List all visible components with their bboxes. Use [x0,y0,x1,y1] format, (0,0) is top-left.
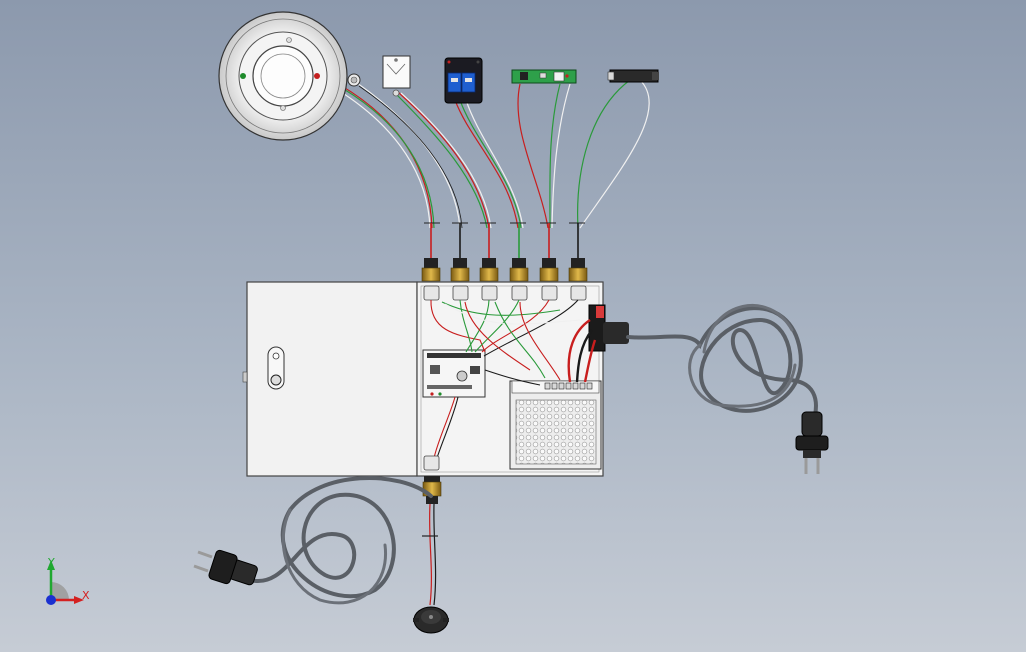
cable-gland [509,258,529,282]
power-plug-icon[interactable] [795,411,829,474]
pcb-icon[interactable] [511,69,577,84]
z-axis-icon [46,595,56,605]
axis-triad: Y X [46,556,90,605]
power-cable-right [626,304,818,417]
x-axis-label: X [82,589,90,602]
power-supply-icon[interactable] [509,380,602,470]
power-switch-icon[interactable] [588,304,629,352]
y-axis-label: Y [47,556,55,569]
smoke-detector-icon[interactable] [218,11,348,141]
push-button-icon[interactable] [347,73,361,87]
buzzer-wires [422,503,438,606]
cable-gland [479,258,499,282]
power-plug-icon[interactable] [193,549,258,586]
internal-gland-nuts [423,285,587,301]
key-switch-icon[interactable] [382,55,411,97]
controller-board-icon[interactable] [422,349,486,398]
power-cable-left [248,476,433,605]
relay-module-icon[interactable] [444,57,483,104]
buzzer-icon[interactable] [413,606,449,634]
gland-wire-stubs [430,223,579,262]
wire-harness-top [337,79,650,229]
cable-gland [568,258,588,282]
enclosure[interactable] [242,281,629,477]
internal-wiring [430,299,597,459]
cable-gland [539,258,559,282]
cable-gland [450,258,470,282]
door-lock-icon[interactable] [270,374,282,386]
cable-glands-top [421,258,588,282]
connector-icon[interactable] [607,69,659,83]
cable-gland [421,258,441,282]
